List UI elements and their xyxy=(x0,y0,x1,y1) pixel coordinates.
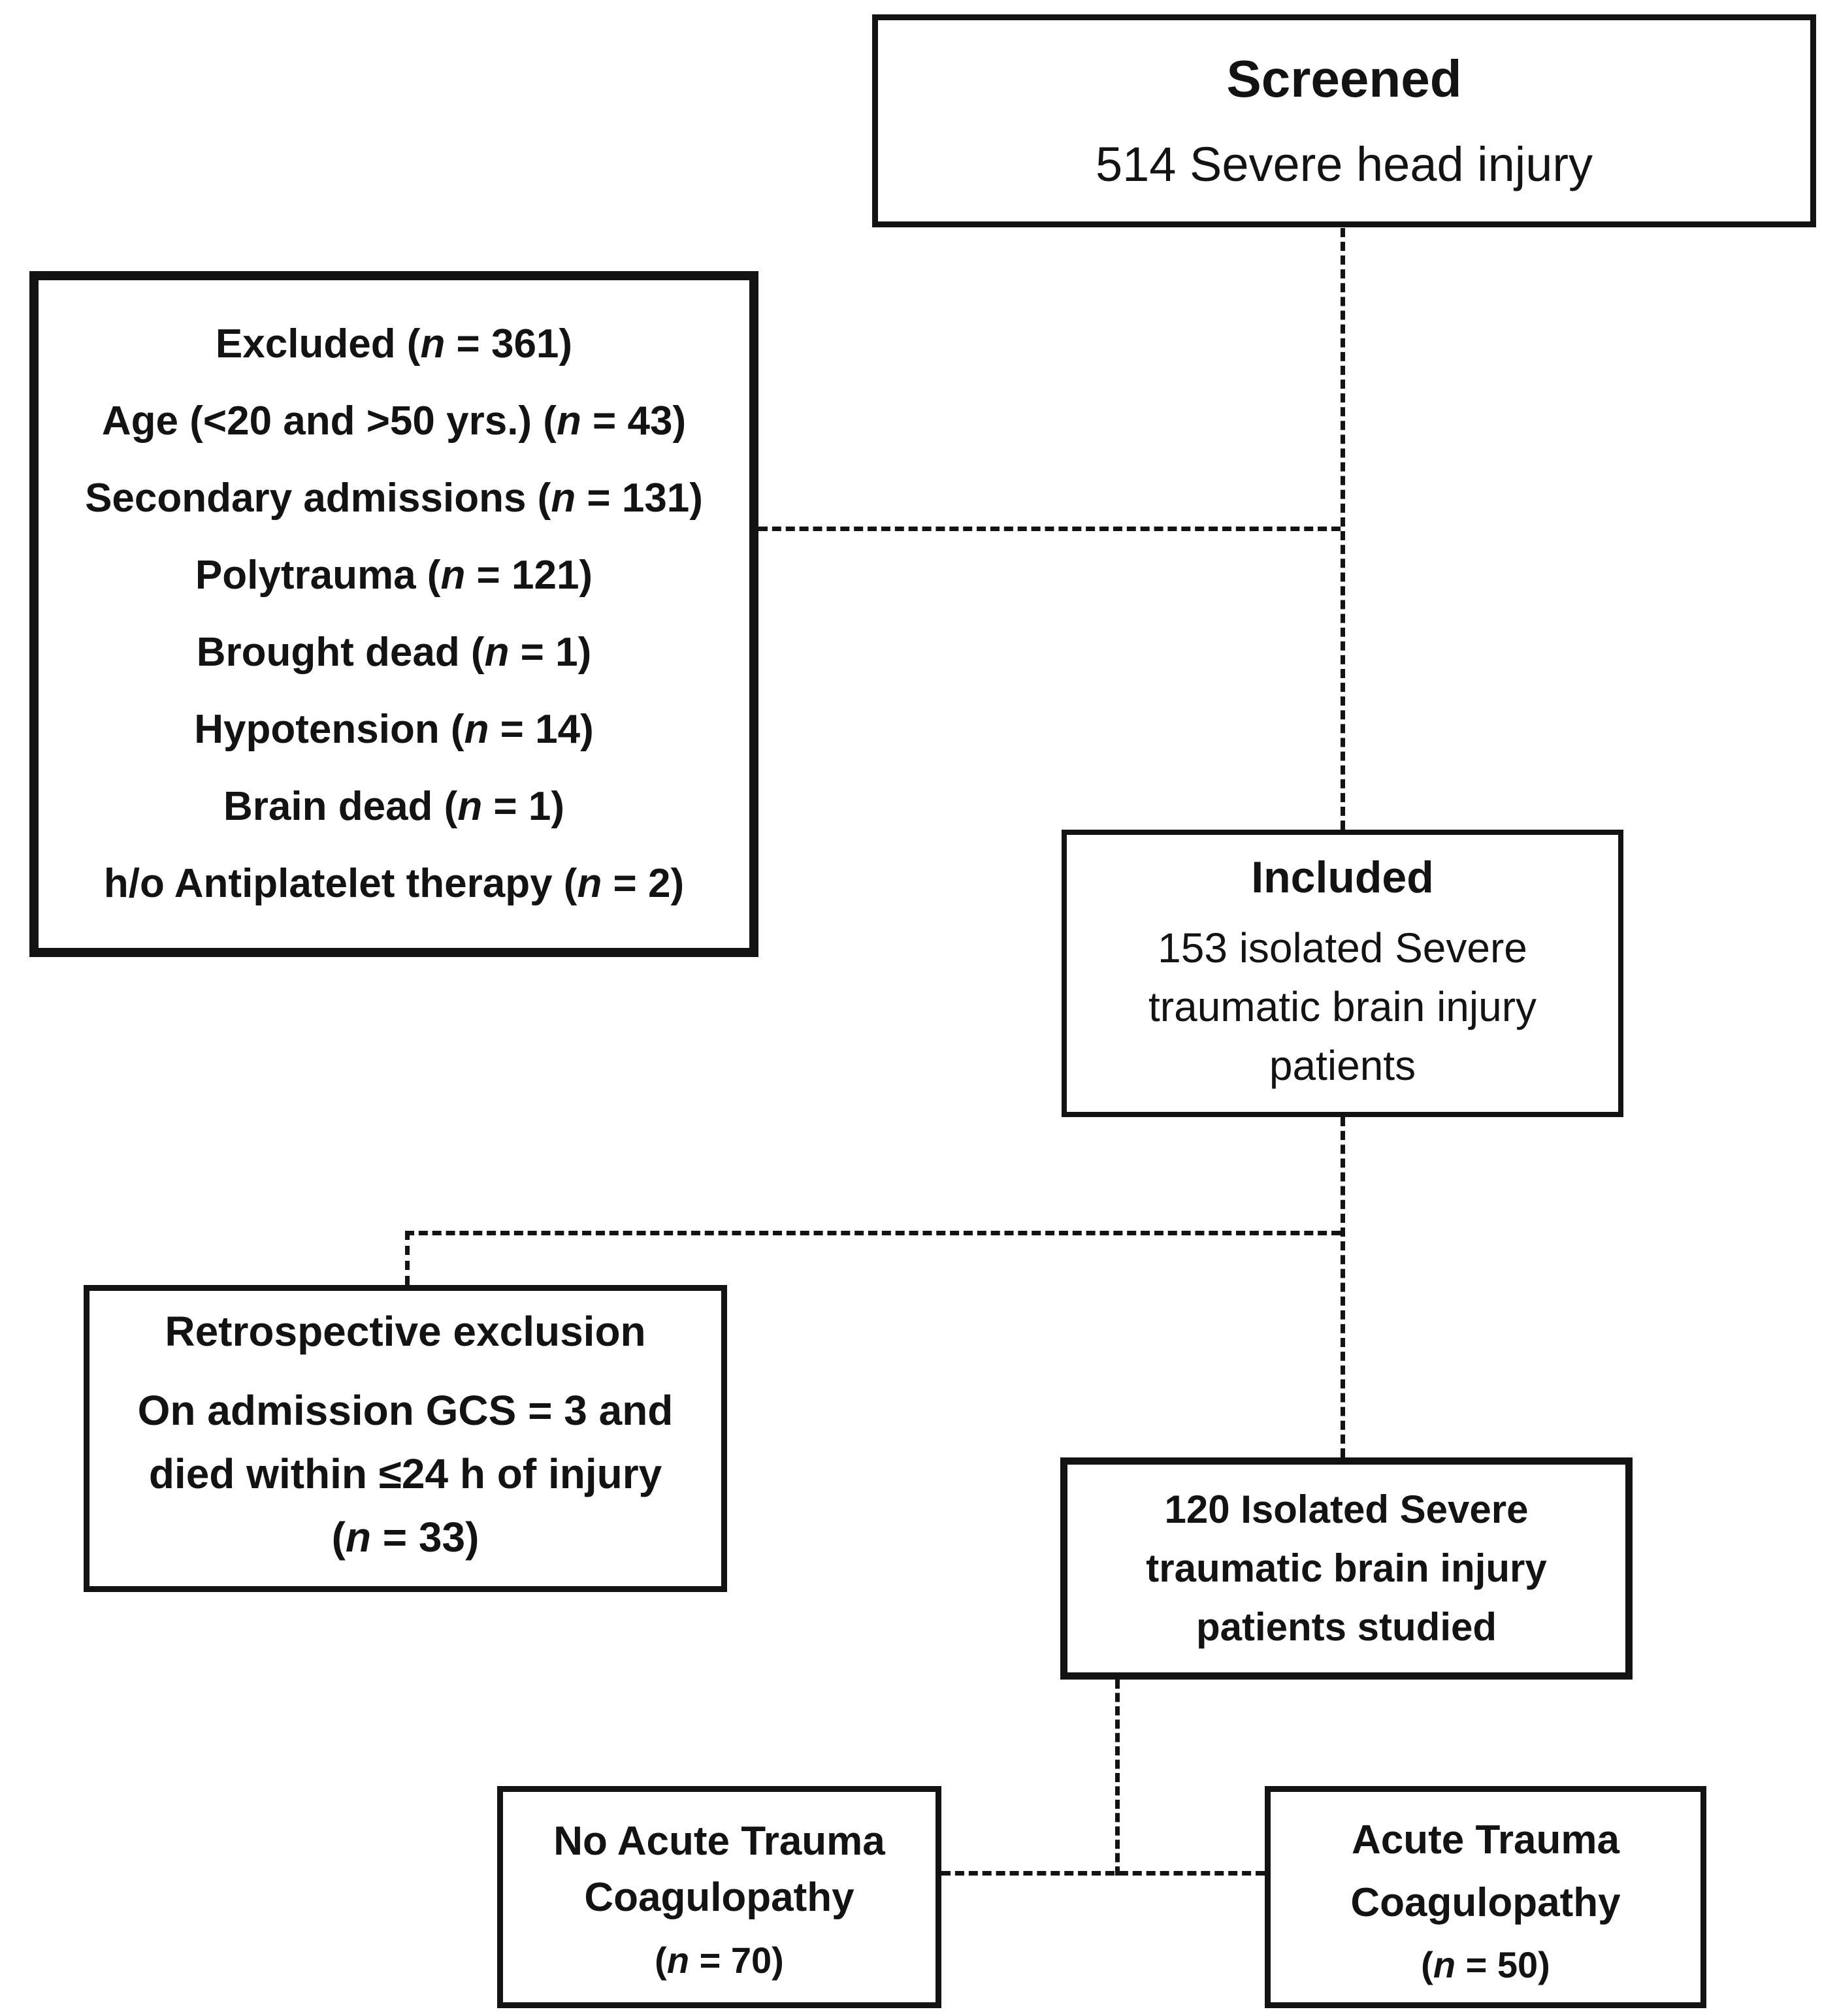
retrospective-exclusion-text: On admission GCS = 3 and died within ≤24 … xyxy=(138,1379,674,1569)
connector-to-retrospective-vertical xyxy=(405,1231,410,1285)
text-line: Brain dead (n = 1) xyxy=(223,784,564,829)
studied-box: 120 Isolated Severe traumatic brain injur… xyxy=(1060,1457,1633,1680)
text-line: Hypotension (n = 14) xyxy=(194,707,594,752)
text-line: Coagulopathy xyxy=(584,1874,854,1920)
included-count-text: 153 isolated Severe traumatic brain injur… xyxy=(1148,919,1537,1095)
connector-coagulopathy-split xyxy=(941,1871,1265,1876)
included-title: Included xyxy=(1251,852,1434,902)
connector-to-retrospective-horizontal xyxy=(405,1231,1341,1235)
text-line: traumatic brain injury xyxy=(1148,983,1537,1031)
text-line: (n = 70) xyxy=(655,1939,784,1981)
text-line: On admission GCS = 3 and xyxy=(137,1387,674,1435)
acute-trauma-coagulopathy-count: (n = 50) xyxy=(1421,1943,1550,1986)
screened-box: Screened 514 Severe head injury xyxy=(872,14,1816,227)
text-line: Brought dead (n = 1) xyxy=(196,630,592,675)
text-line: patients studied xyxy=(1196,1605,1497,1649)
retrospective-exclusion-title: Retrospective exclusion xyxy=(165,1307,646,1355)
text-line: Age (<20 and >50 yrs.) (n = 43) xyxy=(101,398,687,444)
excluded-reasons-list: Excluded (n = 361) Age (<20 and >50 yrs.)… xyxy=(85,306,703,922)
connector-to-excluded xyxy=(758,527,1341,531)
screened-count-text: 514 Severe head injury xyxy=(1096,138,1593,191)
text-line: Polytrauma (n = 121) xyxy=(195,553,593,598)
text-line: h/o Antiplatelet therapy (n = 2) xyxy=(103,861,685,906)
text-line: Excluded (n = 361) xyxy=(215,321,573,366)
no-acute-trauma-coagulopathy-count: (n = 70) xyxy=(655,1939,784,1981)
text-line: patients xyxy=(1269,1042,1416,1090)
text-line: Coagulopathy xyxy=(1350,1879,1621,1925)
connector-studied-to-split xyxy=(1115,1680,1120,1876)
text-line: Acute Trauma xyxy=(1351,1817,1619,1862)
text-line: No Acute Trauma xyxy=(553,1818,885,1864)
text-line: Secondary admissions (n = 131) xyxy=(85,476,703,521)
included-box: Included 153 isolated Severe traumatic br… xyxy=(1062,830,1623,1117)
text-line: 153 isolated Severe xyxy=(1158,924,1527,972)
text-line: died within ≤24 h of injury xyxy=(148,1450,662,1498)
excluded-box: Excluded (n = 361) Age (<20 and >50 yrs.)… xyxy=(29,271,758,957)
screened-title: Screened xyxy=(1226,50,1462,108)
connector-screened-to-included xyxy=(1341,228,1345,830)
connector-included-to-studied xyxy=(1341,1117,1345,1457)
text-line: 120 Isolated Severe xyxy=(1164,1488,1529,1531)
text-line: (n = 33) xyxy=(331,1514,480,1561)
text-line: traumatic brain injury xyxy=(1146,1546,1547,1590)
retrospective-exclusion-box: Retrospective exclusion On admission GCS… xyxy=(84,1285,727,1592)
text-line: (n = 50) xyxy=(1421,1943,1550,1985)
text-line: 514 Severe head injury xyxy=(1095,137,1593,192)
studied-count-text: 120 Isolated Severe traumatic brain injur… xyxy=(1146,1480,1546,1657)
